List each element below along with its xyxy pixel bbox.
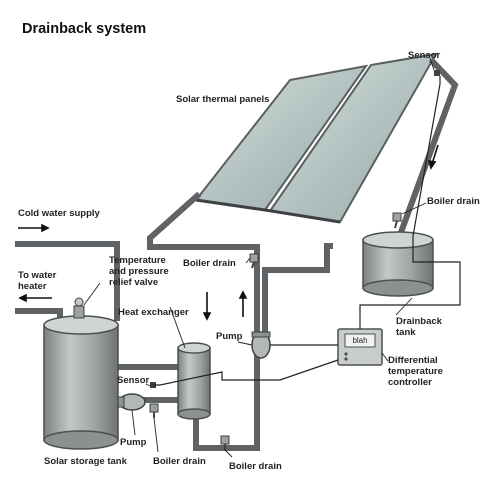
label-heat-exchanger: Heat exchanger (118, 307, 189, 318)
label-solar-storage-tank: Solar storage tank (44, 456, 127, 467)
heat-exchanger (177, 342, 211, 420)
boiler-drain-right-icon (392, 212, 402, 229)
pipe-drainback-to-pump (324, 243, 333, 273)
solar-storage-tank (43, 315, 119, 450)
label-boiler-drain-mid: Boiler drain (183, 258, 236, 269)
label-boiler-drain-bottom-left: Boiler drain (153, 456, 206, 467)
label-pump-left: Pump (120, 437, 147, 448)
controller-display-text: blah (352, 336, 368, 345)
drainback-tank (362, 231, 434, 297)
pipe-cold-water (15, 241, 120, 321)
solar-thermal-panels (194, 52, 438, 224)
label-boiler-drain-right: Boiler drain (427, 196, 480, 207)
pipe-network (15, 57, 459, 451)
boiler-drain-bottom-icon (220, 435, 230, 450)
label-cold-water-supply: Cold water supply (18, 208, 100, 219)
pipe-panel-return (396, 57, 459, 239)
label-differential-controller: Differential temperature controller (388, 355, 443, 388)
label-boiler-drain-bottom: Boiler drain (229, 461, 282, 472)
label-sensor-top: Sensor (408, 50, 441, 61)
label-solar-thermal-panels: Solar thermal panels (176, 94, 270, 105)
label-sensor-bottom: Sensor (117, 375, 150, 386)
pump-left-icon (117, 393, 146, 411)
label-drainback-tank: Drainback tank (396, 316, 442, 338)
sensor-top-icon (434, 70, 440, 76)
pipe-panel-supply (147, 191, 260, 451)
label-pump-right: Pump (216, 331, 243, 342)
control-wires (153, 76, 461, 386)
flow-arrows (18, 144, 439, 321)
page-title: Drainback system (22, 21, 147, 37)
boiler-drain-bottom-left-icon (149, 403, 159, 418)
relief-valve-icon (73, 297, 85, 319)
pump-right-icon (251, 331, 271, 359)
label-tp-relief-valve: Temperature and pressure relief valve (109, 255, 169, 288)
leader-lines (83, 57, 435, 458)
label-to-water-heater: To water heater (18, 270, 57, 292)
